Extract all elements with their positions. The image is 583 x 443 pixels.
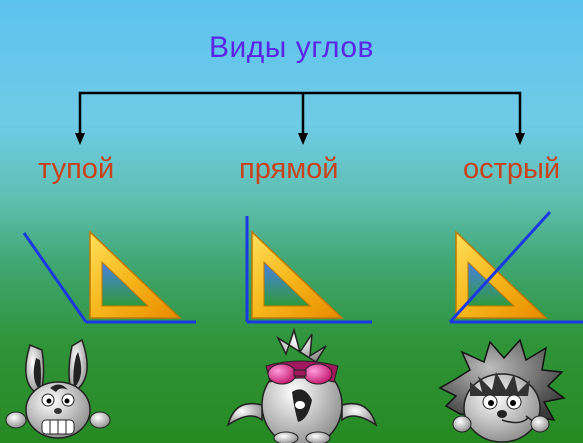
arrow-head-right bbox=[298, 133, 308, 145]
arrow-head-obtuse bbox=[75, 133, 85, 145]
diagram-title: Виды углов bbox=[209, 31, 374, 64]
label-right: прямой bbox=[239, 153, 339, 185]
acute-angle-figure bbox=[448, 210, 583, 324]
set-square-obtuse-inner bbox=[101, 260, 150, 307]
owl-icon bbox=[226, 327, 378, 443]
label-acute: острый bbox=[463, 153, 561, 185]
hierarchy-connector bbox=[75, 91, 525, 145]
rabbit-icon bbox=[5, 338, 111, 439]
hedgehog-icon bbox=[438, 338, 566, 443]
obtuse-ray bbox=[22, 232, 88, 323]
set-square-right-inner bbox=[263, 260, 312, 307]
obtuse-angle-figure bbox=[22, 230, 196, 324]
arrow-head-acute bbox=[515, 133, 525, 145]
right-angle-figure bbox=[245, 216, 372, 324]
connector-line bbox=[78, 91, 522, 135]
set-square-acute-inner bbox=[467, 260, 516, 307]
acute-ray bbox=[448, 210, 552, 324]
label-obtuse: тупой bbox=[38, 153, 115, 185]
